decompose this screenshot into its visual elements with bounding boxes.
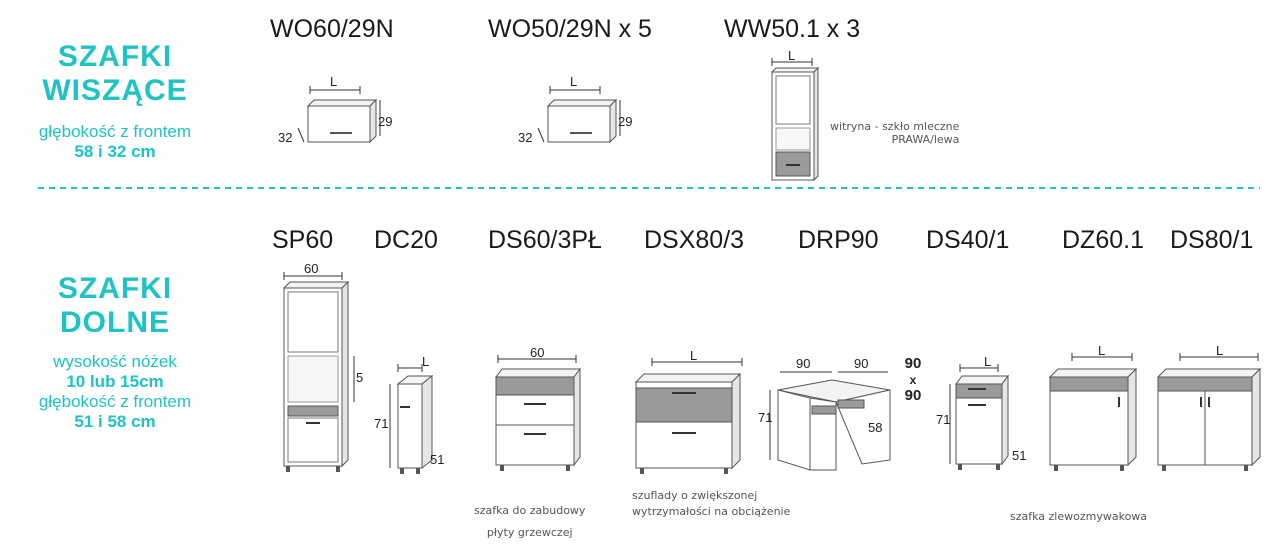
cabinet-code-wo50: WO50/29N x 5	[488, 15, 652, 43]
ds60-note-line2: płyty grzewczej	[486, 526, 573, 539]
dim-depth-label: 32	[518, 130, 532, 145]
cabinet-code-dsx80: DSX80/3	[644, 226, 745, 254]
cabinet-drawing-ww50: L	[770, 48, 820, 182]
cabinet-code-drp90: DRP90	[798, 226, 879, 254]
dim-height-label: 5	[356, 370, 363, 385]
dim-depth-label: 32	[278, 130, 292, 145]
ww50-note-line1: witryna - szkło mleczne	[830, 120, 960, 133]
upper-section-title: SZAFKI WISZĄCE	[20, 40, 210, 108]
cabinet-drawing-wo60: L 29 32	[278, 74, 392, 145]
cabinet-code-ds60: DS60/3PŁ	[488, 226, 602, 254]
dim-width-label: 60	[530, 345, 544, 360]
dim-width-label: L	[984, 354, 991, 369]
dsx80-note-line2: wytrzymałości na obciążenie	[632, 505, 791, 518]
lower-section-subtitle: wysokość nóżek 10 lub 15cm głębokość z f…	[10, 352, 220, 432]
cabinet-drawing-ds60: 60	[495, 345, 581, 471]
cabinet-code-dc20: DC20	[374, 226, 438, 254]
upper-sub-line1: głębokość z frontem	[38, 122, 192, 141]
dim-height-label: 29	[618, 114, 632, 129]
dim-width-label: 60	[304, 261, 318, 276]
cabinet-code-ds80: DS80/1	[1170, 226, 1254, 254]
lower-sub-line4: 51 i 58 cm	[74, 412, 156, 431]
ww50-note: witryna - szkło mleczne PRAWA/lewa	[830, 120, 959, 146]
lower-sub-line2: 10 lub 15cm	[66, 372, 164, 391]
cabinet-code-wo60: WO60/29N	[270, 15, 394, 43]
ds60-note-line1: szafka do zabudowy	[474, 504, 586, 517]
cabinet-code-ds40: DS40/1	[926, 226, 1010, 254]
dsx80-note: szuflady o zwiększonej wytrzymałości na …	[632, 488, 790, 520]
cabinet-drawing-dz60: L	[1048, 343, 1138, 471]
dim-width-label: L	[330, 74, 337, 89]
ww50-note-line2: PRAWA/lewa	[891, 133, 960, 146]
cabinet-code-ww50: WW50.1 x 3	[724, 15, 861, 43]
drp90-size-badge: 90 x 90	[898, 356, 928, 404]
dim-height-label: 71	[936, 412, 950, 427]
cabinet-code-dz60: DZ60.1	[1062, 226, 1144, 254]
cabinet-drawing-ds80: L	[1156, 343, 1262, 471]
lower-title-line1: SZAFKI	[57, 272, 173, 305]
cabinet-drawing-dc20: L 71 51	[374, 354, 444, 474]
drp90-size-b: 90	[904, 387, 922, 404]
dim-width-label: L	[1216, 343, 1223, 358]
dim-width-label: L	[788, 48, 795, 63]
dsx80-note-line1: szuflady o zwiększonej	[632, 489, 758, 502]
lower-title-line2: DOLNE	[60, 306, 170, 339]
ds60-note: szafka do zabudowy płyty grzewczej	[474, 500, 585, 544]
cabinet-drawing-wo50: L 29 32	[518, 74, 632, 145]
dim-width2-label: 90	[854, 356, 868, 371]
dim-width-label: L	[422, 354, 429, 369]
dim-height-label: 71	[758, 410, 772, 425]
dim-width1-label: 90	[796, 356, 810, 371]
dim-width-label: L	[570, 74, 577, 89]
upper-section-subtitle: głębokość z frontem 58 i 32 cm	[10, 122, 220, 162]
ds80-note: szafka zlewozmywakowa	[1010, 510, 1148, 523]
dim-depth-label: 58	[868, 420, 882, 435]
dim-width-label: L	[1098, 343, 1105, 358]
dim-width-label: L	[690, 348, 697, 363]
cabinet-drawing-sp60: 60 5	[282, 261, 363, 472]
section-divider	[38, 187, 1260, 189]
dim-height-label: 29	[378, 114, 392, 129]
dim-height-label: 71	[374, 416, 388, 431]
lower-section-title: SZAFKI DOLNE	[20, 272, 210, 340]
upper-sub-line2: 58 i 32 cm	[74, 142, 156, 161]
cabinet-code-sp60: SP60	[272, 226, 334, 254]
drp90-size-a: 90	[904, 355, 922, 372]
cabinet-drawing-ds40: L 71 51	[936, 354, 1026, 470]
lower-sub-line3: głębokość z frontem	[38, 392, 192, 411]
drp90-size-x: x	[909, 373, 917, 387]
dim-depth-label: 51	[1012, 448, 1026, 463]
lower-sub-line1: wysokość nóżek	[53, 352, 177, 371]
upper-title-line2: WISZĄCE	[42, 74, 188, 107]
cabinet-drawing-drp90: 90 90 71 58	[758, 356, 891, 471]
cabinet-drawing-dsx80: L	[634, 348, 743, 474]
dim-depth-label: 51	[430, 452, 444, 467]
upper-title-line1: SZAFKI	[57, 40, 173, 73]
